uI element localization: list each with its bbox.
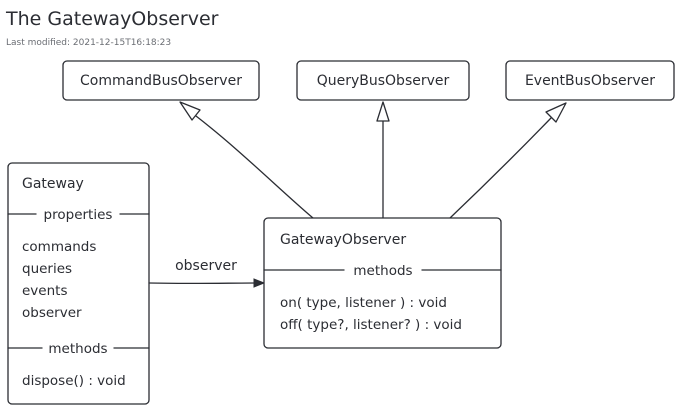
method-item: off( type?, listener? ) : void bbox=[280, 317, 462, 333]
association-edge: observer bbox=[148, 258, 266, 288]
inheritance-edge-query bbox=[376, 101, 390, 219]
section-label: properties bbox=[44, 207, 113, 223]
interface-name: EventBusObserver bbox=[525, 73, 655, 89]
section-label: methods bbox=[353, 263, 412, 279]
inheritance-edge-event bbox=[449, 102, 567, 219]
interface-name: CommandBusObserver bbox=[80, 73, 242, 89]
method-item: on( type, listener ) : void bbox=[280, 295, 447, 311]
class-gateway: Gateway properties commands queries even… bbox=[7, 162, 150, 405]
association-label: observer bbox=[175, 258, 237, 274]
interface-command-bus-observer: CommandBusObserver bbox=[62, 60, 260, 101]
last-modified: Last modified: 2021-12-15T16:18:23 bbox=[6, 38, 171, 48]
class-name: GatewayObserver bbox=[280, 232, 406, 248]
method-item: dispose() : void bbox=[22, 373, 126, 389]
interface-query-bus-observer: QueryBusObserver bbox=[296, 60, 470, 101]
triangle-arrowhead-icon bbox=[179, 101, 201, 121]
property-item: commands bbox=[22, 239, 96, 255]
triangle-arrowhead-icon bbox=[376, 101, 390, 122]
triangle-arrowhead-icon bbox=[545, 102, 567, 123]
interface-name: QueryBusObserver bbox=[317, 73, 450, 89]
interface-event-bus-observer: EventBusObserver bbox=[505, 60, 675, 101]
property-item: queries bbox=[22, 261, 72, 277]
property-item: events bbox=[22, 283, 67, 299]
page-title: The GatewayObserver bbox=[5, 8, 219, 30]
inheritance-edge-command bbox=[179, 101, 314, 219]
class-gateway-observer: GatewayObserver methods on( type, listen… bbox=[263, 217, 502, 349]
property-item: observer bbox=[22, 305, 82, 321]
class-name: Gateway bbox=[22, 176, 84, 192]
arrowhead-icon bbox=[253, 278, 266, 288]
section-label: methods bbox=[48, 341, 107, 357]
